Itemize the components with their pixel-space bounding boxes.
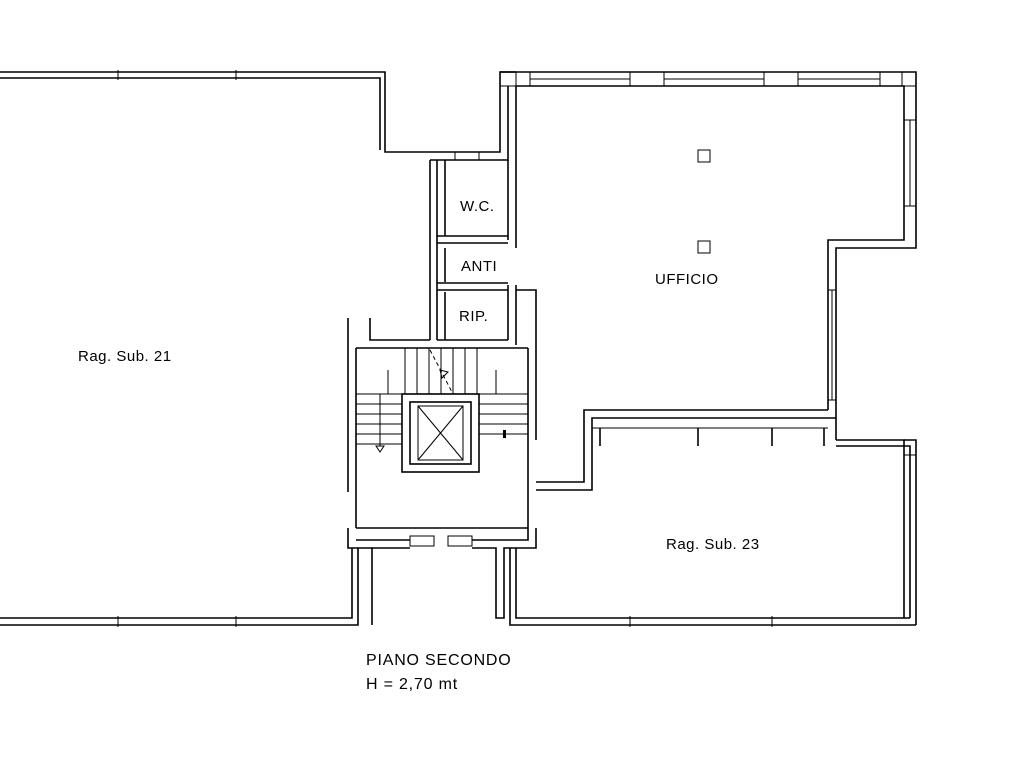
room-label-sub21: Rag. Sub. 21 [78,348,172,365]
service-core-walls [369,71,537,440]
room-label-anti: ANTI [461,258,497,275]
room-label-rip: RIP. [459,308,488,325]
room-label-sub23: Rag. Sub. 23 [666,536,760,553]
ceiling-height: H = 2,70 mt [366,676,458,693]
right-unit-walls [836,439,917,625]
room-label-wc: W.C. [460,198,495,215]
corridor-walls [347,528,916,627]
room-label-ufficio: UFFICIO [655,271,719,288]
plan-title: PIANO SECONDO [366,652,512,669]
office-walls [499,71,917,491]
stairwell [347,318,529,529]
